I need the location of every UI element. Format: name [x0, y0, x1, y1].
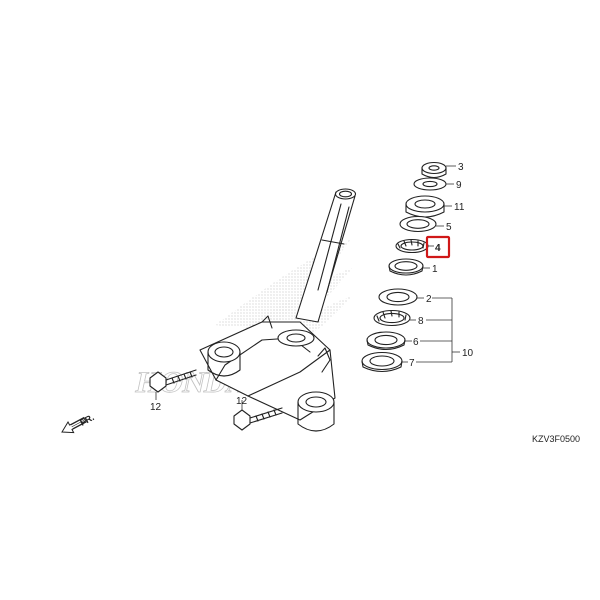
part-8-bearing	[373, 309, 411, 327]
part-5-seal	[399, 215, 437, 233]
label-part-1: 1	[432, 264, 438, 275]
part-3-nut	[421, 161, 447, 179]
label-part-8: 8	[418, 316, 424, 327]
part-7-seal	[361, 351, 403, 373]
front-direction-label: FR.	[78, 412, 95, 428]
part-4-bearing	[395, 238, 429, 254]
label-part-10: 10	[462, 348, 474, 359]
part-1-race	[388, 258, 424, 276]
diagram-code: KZV3F0500	[532, 434, 580, 444]
part-9-washer	[413, 177, 447, 191]
front-direction-arrow	[61, 416, 87, 434]
highlight-box-part-4	[425, 235, 451, 259]
label-part-11: 11	[454, 202, 465, 213]
part-6-race	[366, 331, 406, 351]
label-part-4: 4	[435, 243, 441, 254]
part-2-race	[378, 288, 418, 306]
label-part-3: 3	[458, 162, 464, 173]
label-part-7: 7	[409, 358, 415, 369]
label-part-12-right: 12	[236, 396, 248, 407]
label-part-12-left: 12	[150, 402, 162, 413]
part-11-nut	[405, 195, 445, 218]
leader-lines	[155, 165, 460, 410]
label-part-9: 9	[456, 180, 462, 191]
steering-stem	[199, 188, 357, 432]
bolt-12-left	[149, 369, 197, 393]
label-part-2: 2	[426, 294, 432, 305]
bolt-12-right	[233, 407, 283, 431]
label-part-5: 5	[446, 222, 452, 233]
label-part-6: 6	[413, 337, 419, 348]
